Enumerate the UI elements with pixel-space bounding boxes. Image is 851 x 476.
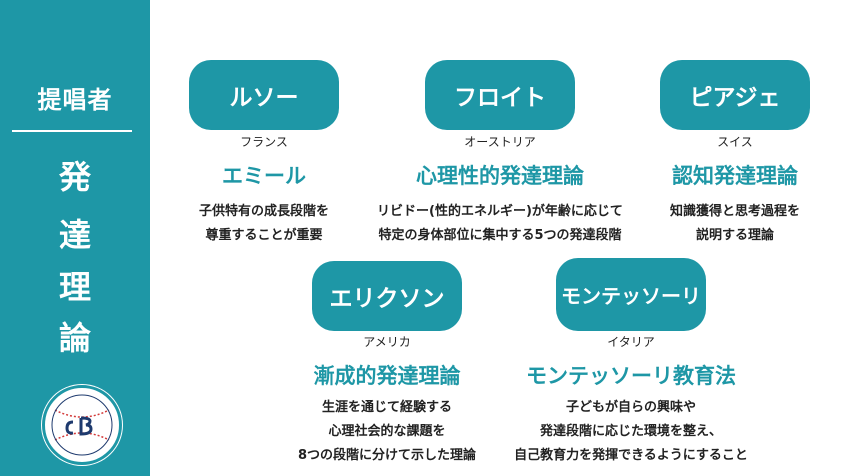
desc-line: 説明する理論: [695, 228, 774, 243]
desc-line: 発達段階に応じた環境を整え、: [539, 424, 722, 439]
desc-line: 子供特有の成長段階を: [198, 204, 329, 219]
proposer-label: 提唱者: [37, 86, 113, 114]
desc-line: 尊重することが重要: [205, 228, 323, 243]
vertical-title-char-4: 論: [58, 319, 91, 357]
sidebar: 提唱者 発 達 理 論: [0, 0, 150, 476]
desc-line: 生涯を通じて経験する: [321, 400, 452, 415]
desc-line: 特定の身体部位に集中する5つの発達段階: [378, 228, 622, 243]
sidebar-divider: [12, 130, 132, 132]
theory-title: 漸成的発達理論: [313, 364, 461, 388]
theory-description: リビドー(性的エネルギー)が年齢に応じて 特定の身体部位に集中する5つの発達段階: [345, 200, 655, 248]
country-label: アメリカ: [363, 335, 411, 349]
vertical-title-char-2: 達: [58, 216, 91, 254]
desc-line: 知識獲得と思考過程を: [669, 204, 800, 219]
person-card-erikson: エリクソン: [312, 261, 462, 331]
theory-description: 子どもが自らの興味や 発達段階に応じた環境を整え、 自己教育力を発揮できるように…: [491, 396, 771, 468]
person-card-piaget: ピアジェ: [660, 60, 810, 130]
vertical-title-char-1: 発: [58, 158, 91, 196]
country-label: イタリア: [607, 335, 655, 349]
person-card-montessori: モンテッソーリ: [556, 258, 706, 331]
theory-description: 生涯を通じて経験する 心理社会的な課題を 8つの段階に分けて示した理論: [262, 396, 512, 468]
theory-description: 子供特有の成長段階を 尊重することが重要: [159, 200, 369, 248]
person-card-freud: フロイト: [425, 60, 575, 130]
theory-title: エミール: [222, 164, 306, 188]
country-label: オーストリア: [464, 135, 536, 149]
theory-title: モンテッソーリ教育法: [526, 364, 736, 388]
desc-line: 子どもが自らの興味や: [565, 400, 696, 415]
desc-line: リビドー(性的エネルギー)が年齢に応じて: [377, 204, 623, 219]
theory-title: 認知発達理論: [672, 164, 798, 188]
baseball-logo-icon: [51, 394, 113, 456]
theory-description: 知識獲得と思考過程を 説明する理論: [645, 200, 825, 248]
vertical-title-char-3: 理: [58, 268, 91, 306]
country-label: スイス: [717, 135, 753, 149]
desc-line: 自己教育力を発揮できるようにすること: [514, 448, 748, 463]
baseball-logo: [42, 385, 122, 465]
person-card-rousseau: ルソー: [189, 60, 339, 130]
country-label: フランス: [240, 135, 288, 149]
theory-title: 心理性的発達理論: [416, 164, 584, 188]
desc-line: 心理社会的な課題を: [328, 424, 446, 439]
desc-line: 8つの段階に分けて示した理論: [297, 448, 477, 463]
